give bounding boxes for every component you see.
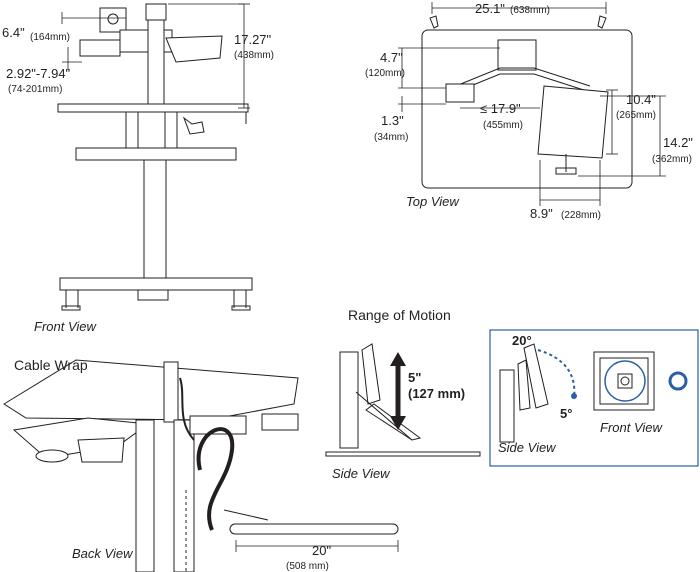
top-tray-height-mm: (265mm) xyxy=(616,110,656,121)
top-a-mm: (120mm) xyxy=(365,68,405,79)
tilt-up-angle: 20° xyxy=(512,333,532,348)
top-view-drawing xyxy=(421,15,633,189)
front-view-drawing xyxy=(57,3,253,311)
front-height-mm: (438mm) xyxy=(234,50,274,61)
range-of-motion-drawing xyxy=(325,343,481,457)
travel-mm: (127 mm) xyxy=(408,386,465,401)
tilt-side-drawing xyxy=(499,343,577,443)
top-reach-in: ≤ 17.9" xyxy=(480,101,521,116)
top-b-mm: (34mm) xyxy=(374,132,408,143)
top-tray-width-mm: (228mm) xyxy=(561,210,601,221)
range-of-motion-heading: Range of Motion xyxy=(348,307,451,323)
tilt-front-drawing xyxy=(593,351,688,411)
top-view-dimension-lines xyxy=(398,2,666,206)
rom-side-view-caption: Side View xyxy=(332,466,391,481)
top-width-in: 25.1" xyxy=(475,1,505,16)
cable-length-dimension xyxy=(235,540,399,552)
top-tray-width-in: 8.9" xyxy=(530,206,553,221)
top-b-in: 1.3" xyxy=(381,113,404,128)
tilt-front-view-caption: Front View xyxy=(600,420,664,435)
top-a-in: 4.7" xyxy=(380,50,403,65)
front-view-dimension-lines xyxy=(61,3,250,109)
front-width-in: 6.4" xyxy=(2,25,25,40)
top-reach-mm: (455mm) xyxy=(483,120,523,131)
top-tray-height-in: 10.4" xyxy=(626,92,656,107)
cable-wrap-heading: Cable Wrap xyxy=(14,357,88,373)
cable-length-mm: (508 mm) xyxy=(286,561,329,572)
tilt-side-view-caption: Side View xyxy=(498,440,557,455)
top-depth-in: 14.2" xyxy=(663,135,693,150)
front-height-in: 17.27" xyxy=(234,32,272,47)
travel-in: 5" xyxy=(408,370,421,385)
top-width-mm: (638mm) xyxy=(510,5,550,16)
tilt-down-angle: 5° xyxy=(560,406,572,421)
back-view-caption: Back View xyxy=(72,546,134,561)
front-offset-mm: (74-201mm) xyxy=(8,84,62,95)
cable-wrap-drawing xyxy=(3,359,399,572)
front-view-caption: Front View xyxy=(34,319,98,334)
top-depth-mm: (362mm) xyxy=(652,154,692,165)
front-width-mm: (164mm) xyxy=(30,32,70,43)
front-offset-in: 2.92"-7.94" xyxy=(6,66,71,81)
cable-length-in: 20" xyxy=(312,543,331,558)
top-view-caption: Top View xyxy=(406,194,460,209)
